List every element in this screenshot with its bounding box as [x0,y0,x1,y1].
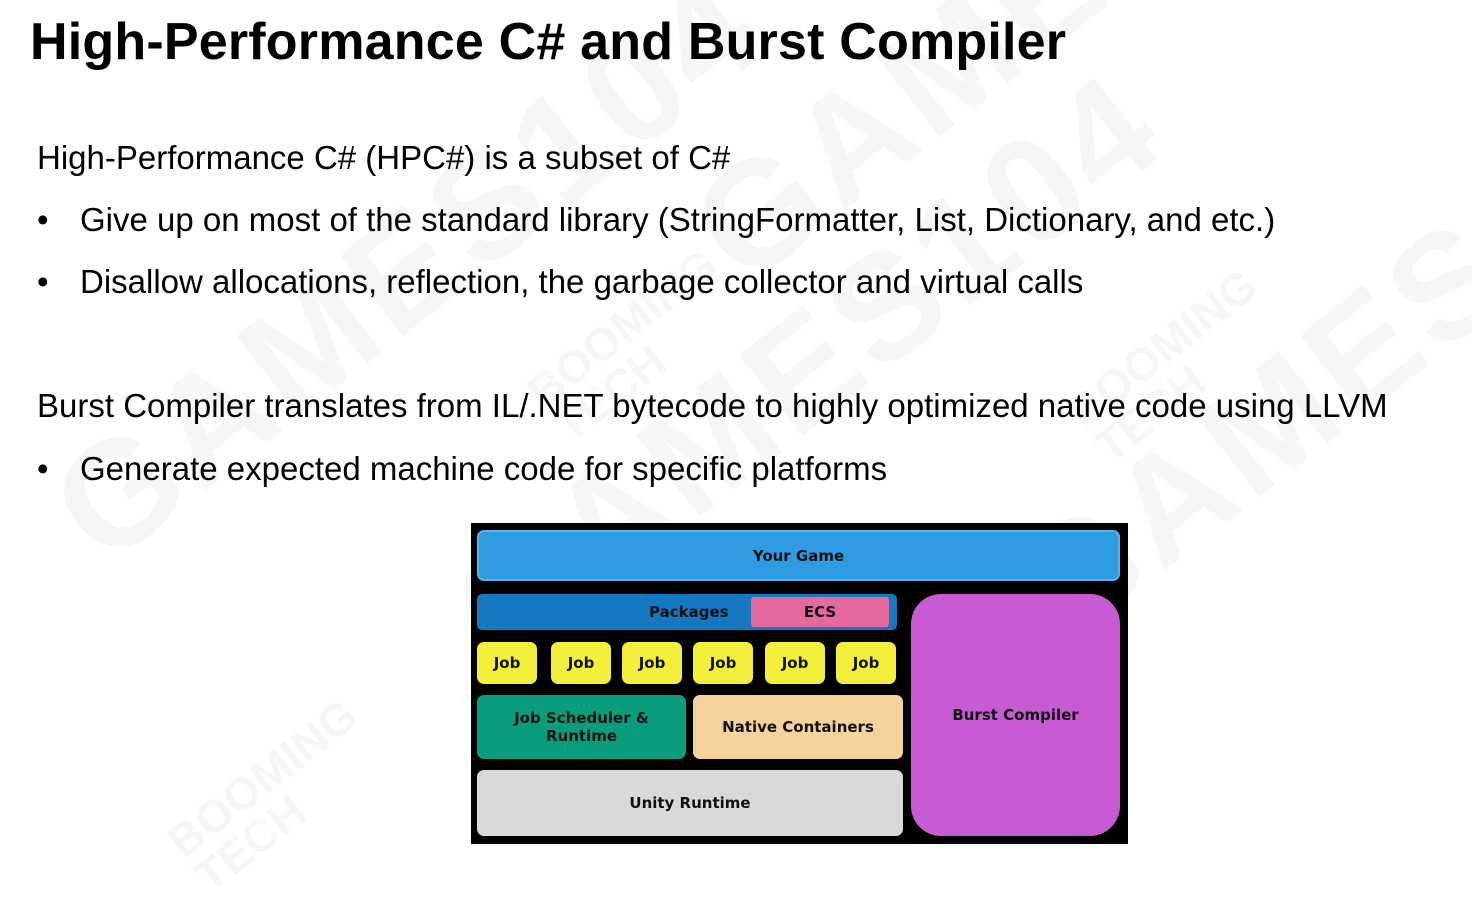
bullet-text: Disallow allocations, reflection, the ga… [80,263,1084,300]
bullet-symbol: • [37,201,49,238]
bullet-text: Give up on most of the standard library … [80,201,1276,238]
job-scheduler-block: Job Scheduler & Runtime [477,695,686,759]
bullet-item: • Disallow allocations, reflection, the g… [37,262,1083,302]
bullet-item: • Generate expected machine code for spec… [37,449,887,489]
burst-compiler-block: Burst Compiler [911,594,1120,836]
ecs-block: ECS [751,597,889,627]
bullet-item: • Give up on most of the standard library… [37,200,1275,240]
watermark-boomingtech: BOOMINGTECH [160,692,391,900]
job-block: Job [765,642,825,684]
native-containers-block: Native Containers [693,695,903,759]
hpc-intro: High-Performance C# (HPC#) is a subset o… [37,139,731,176]
bullet-text: Generate expected machine code for speci… [80,450,888,487]
your-game-block: Your Game [477,530,1120,581]
job-block: Job [551,642,611,684]
job-block: Job [693,642,753,684]
bullet-symbol: • [37,450,49,487]
bullet-symbol: • [37,263,49,300]
watermark-boomingtech: BOOMINGTECH [1060,262,1291,470]
burst-intro: Burst Compiler translates from IL/.NET b… [37,387,1388,424]
job-block: Job [477,642,537,684]
unity-runtime-block: Unity Runtime [477,770,903,836]
slide-title: High-Performance C# and Burst Compiler [30,13,1067,71]
architecture-diagram: Your Game Packages ECS Job Job Job Job J… [471,523,1128,844]
job-block: Job [622,642,682,684]
job-block: Job [836,642,896,684]
